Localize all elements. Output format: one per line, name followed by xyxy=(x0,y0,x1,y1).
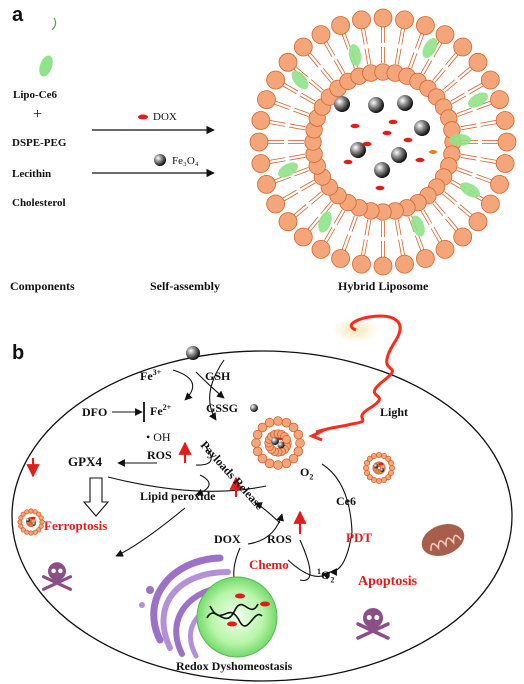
footer-hybrid-liposome: Hybrid Liposome xyxy=(338,279,429,293)
ros-mid-label: ROS xyxy=(267,532,292,546)
plus-sign: + xyxy=(33,106,43,123)
component-lecithin: Lecithin xyxy=(12,168,52,180)
singlet-oxygen-label: 1O2 xyxy=(317,567,335,585)
ferroptosis-label: Ferroptosis xyxy=(44,518,108,533)
fe3-label: Fe3+ xyxy=(140,368,162,383)
liposome-icon xyxy=(362,451,395,484)
lipid-peroxide-label: Lipid peroxide xyxy=(140,489,216,503)
gssg-label: GSSG xyxy=(206,401,239,415)
light-wave-icon xyxy=(308,314,402,442)
ferroptosis-liposome-icon xyxy=(17,508,45,536)
reaction-arrows xyxy=(82,359,353,589)
fe3o4-sphere-icon xyxy=(186,346,200,360)
hybrid-liposome-diagram xyxy=(249,8,517,276)
redox-dyshomeostasis-label: Redox Dyshomeostasis xyxy=(176,659,293,673)
panel-a-label: a xyxy=(12,4,24,26)
component-lipo-ce6: Lipo-Ce6 xyxy=(13,89,57,101)
gssg-sphere-icon xyxy=(250,404,258,412)
dox-label: DOX xyxy=(214,532,241,546)
mitochondrion-icon xyxy=(421,524,465,556)
light-label: Light xyxy=(380,405,409,419)
fe2-label: Fe2+ xyxy=(150,403,172,418)
skull-crossbones-icon xyxy=(41,562,73,591)
ros-left-label: ROS xyxy=(147,448,172,462)
dox-in-nucleus xyxy=(227,593,270,627)
o2-label: O2 xyxy=(300,465,314,482)
dox-icon xyxy=(138,114,148,120)
liposome-icon xyxy=(251,416,305,470)
component-cholesterol: Cholesterol xyxy=(12,197,66,209)
dna-icon xyxy=(206,603,263,627)
cell-membrane xyxy=(11,350,513,682)
apoptosis-label: Apoptosis xyxy=(358,574,418,589)
arrow-label-dox: DOX xyxy=(153,111,177,123)
skull-crossbones-icon xyxy=(356,608,390,640)
hydroxyl-radical-label: • OH xyxy=(146,430,171,444)
footer-components: Components xyxy=(10,279,75,293)
arrow-label-fe3o4: Fe₃O₄ xyxy=(172,155,199,167)
dfo-label: DFO xyxy=(82,405,108,419)
red-indicator-arrows xyxy=(26,441,307,534)
panel-b-label: b xyxy=(12,342,25,364)
pdt-label: PDT xyxy=(346,530,372,545)
chemo-label: Chemo xyxy=(249,557,289,572)
ce6-label: Ce6 xyxy=(336,494,356,508)
gsh-label: GSH xyxy=(205,369,231,383)
component-dspe-peg: DSPE-PEG xyxy=(12,137,67,149)
lipo-ce6-icon xyxy=(39,17,57,77)
footer-self-assembly: Self-assembly xyxy=(150,279,220,293)
fe3o4-sphere-icon xyxy=(154,154,166,166)
gpx4-label: GPX4 xyxy=(68,454,102,469)
